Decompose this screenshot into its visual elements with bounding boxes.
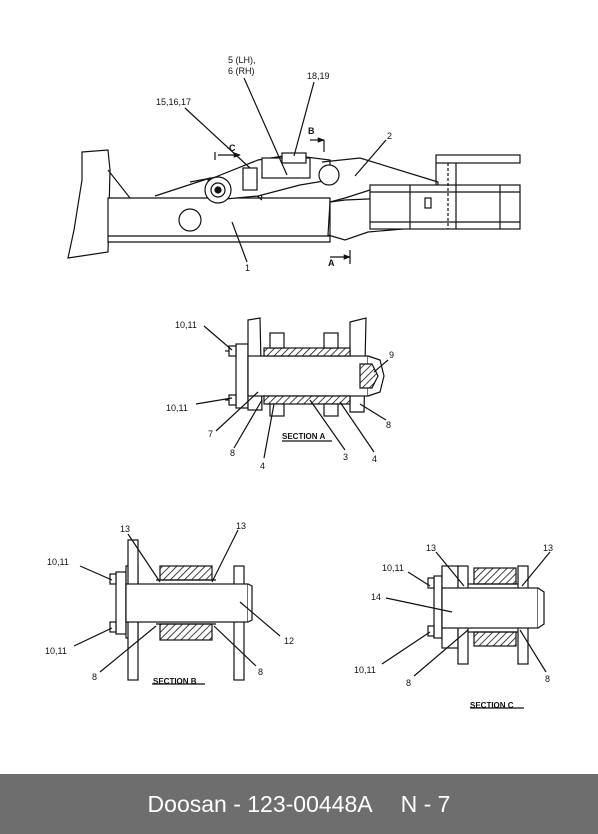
section-a-label-10-11-top: 10,11 xyxy=(175,320,197,330)
parts-diagram: 5 (LH), 6 (RH) 18,19 15,16,17 C B A 1 2 xyxy=(45,55,554,710)
dozer-blade xyxy=(67,149,111,259)
section-b-label-10-11-bottom: 10,11 xyxy=(45,646,67,656)
section-a-label-9: 9 xyxy=(389,350,394,360)
section-b-view xyxy=(73,529,281,685)
section-c-view xyxy=(381,551,551,709)
footer-bar: Doosan - 123-00448A N - 7 xyxy=(0,774,598,834)
section-a-label-8-left: 8 xyxy=(230,448,235,458)
section-a-label-10-11-bottom: 10,11 xyxy=(166,403,188,413)
overview-assembly xyxy=(67,77,521,264)
footer-brand: Doosan xyxy=(147,790,227,817)
section-a-view xyxy=(195,317,389,459)
footer-part-number: - 123-00448A xyxy=(233,790,373,817)
frame-pin-hole xyxy=(178,208,202,232)
section-c-label-8-right: 8 xyxy=(545,674,550,684)
label-item-6: 6 (RH) xyxy=(228,66,255,76)
section-b-label-13-right: 13 xyxy=(236,521,246,531)
section-a-label-7: 7 xyxy=(208,429,213,439)
label-item-1: 1 xyxy=(245,263,250,273)
section-c-label-13-right: 13 xyxy=(543,543,553,553)
section-c-title: SECTION C xyxy=(470,701,514,710)
section-a-label-4-left: 4 xyxy=(260,461,265,471)
section-a-label-3: 3 xyxy=(343,452,348,462)
section-a-title: SECTION A xyxy=(282,432,325,441)
label-item-18-19: 18,19 xyxy=(307,71,330,81)
section-b-label-8-left: 8 xyxy=(92,672,97,682)
section-marker-c: C xyxy=(229,143,236,153)
section-a-label-8-right: 8 xyxy=(386,420,391,430)
section-c-label-14: 14 xyxy=(371,592,381,602)
main-frame xyxy=(107,197,331,243)
section-marker-a: A xyxy=(328,258,335,268)
footer-page-ref: N - 7 xyxy=(400,790,451,817)
label-item-5: 5 (LH), xyxy=(228,55,256,65)
section-b-label-12: 12 xyxy=(284,636,294,646)
section-a-label-4-right: 4 xyxy=(372,454,377,464)
section-b-label-8-right: 8 xyxy=(258,667,263,677)
label-item-2: 2 xyxy=(387,131,392,141)
section-b-label-13-left: 13 xyxy=(120,524,130,534)
section-c-label-8-left: 8 xyxy=(406,678,411,688)
section-c-label-10-11-top: 10,11 xyxy=(382,563,404,573)
label-item-15-16-17: 15,16,17 xyxy=(156,97,191,107)
section-c-label-10-11-bottom: 10,11 xyxy=(354,665,376,675)
section-b-label-10-11-top: 10,11 xyxy=(47,557,69,567)
section-marker-b: B xyxy=(308,126,315,136)
section-b-title: SECTION B xyxy=(153,677,197,686)
section-c-label-13-left: 13 xyxy=(426,543,436,553)
arm xyxy=(321,157,439,241)
